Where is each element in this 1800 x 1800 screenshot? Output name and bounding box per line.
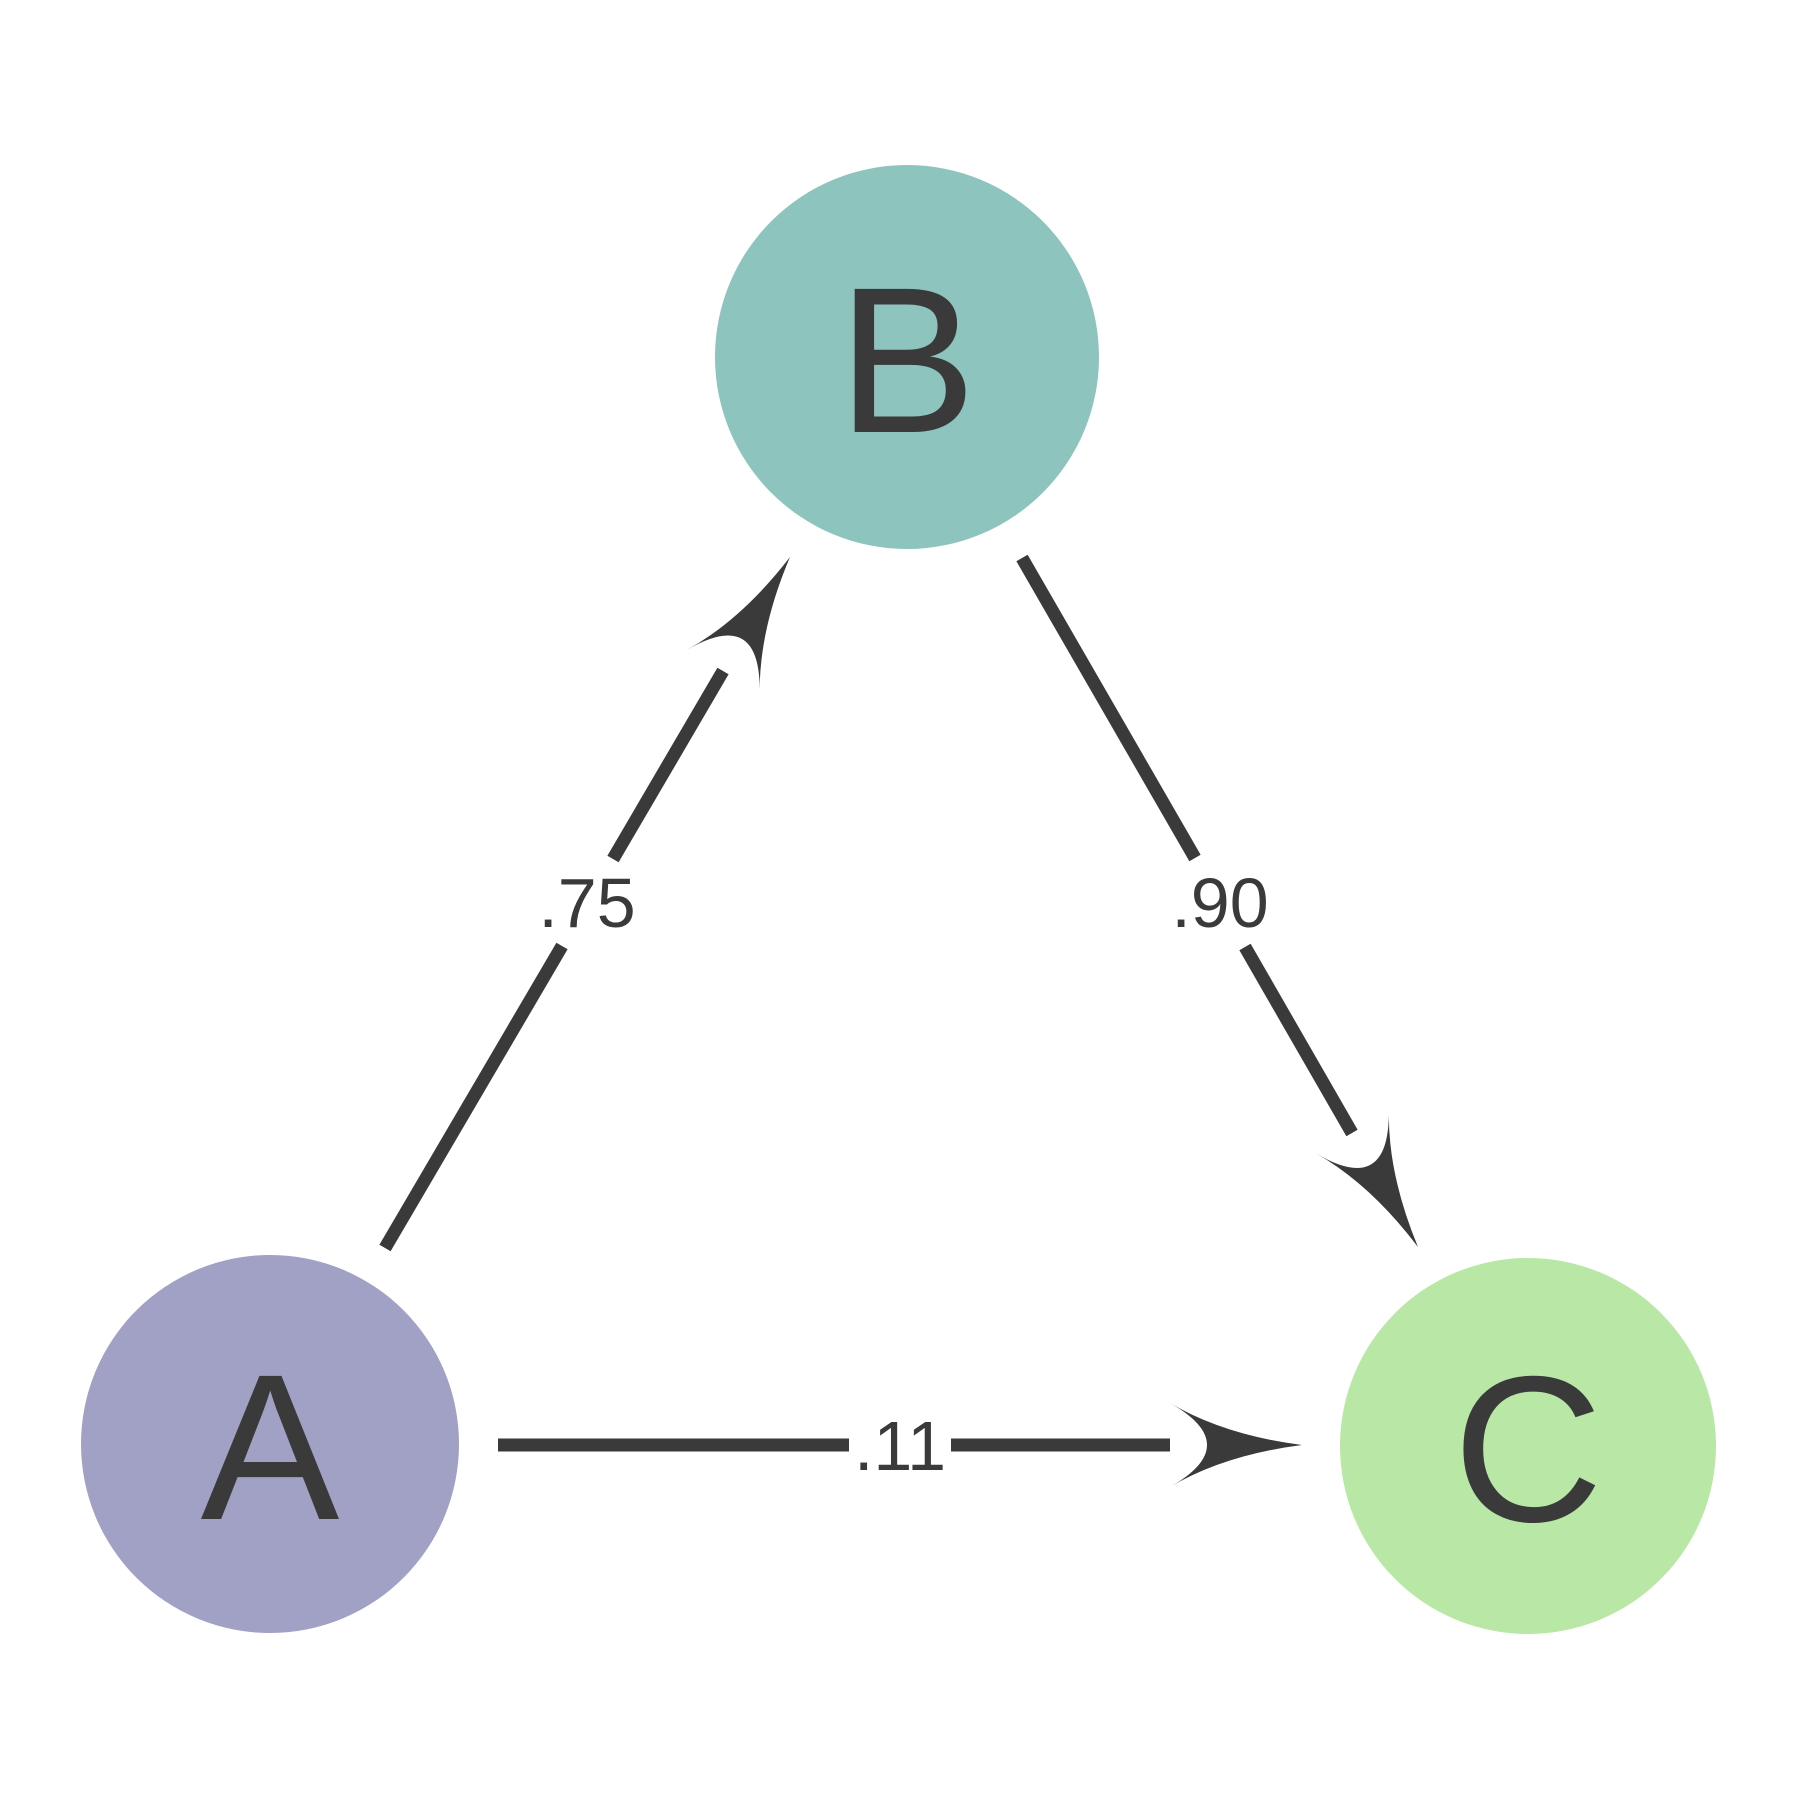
- node-c-circle: [1340, 1258, 1716, 1634]
- edge-b-c-arrowhead: [1315, 1111, 1418, 1247]
- node-c: C: [1340, 1258, 1716, 1634]
- edge-a-c: .11: [498, 1403, 1302, 1487]
- node-a-label: A: [201, 1332, 340, 1564]
- node-c-label: C: [1453, 1334, 1603, 1566]
- edge-a-b-segment-upper: [607, 667, 729, 863]
- node-b-label: B: [838, 245, 977, 477]
- node-b-circle: [715, 165, 1099, 549]
- node-b: B: [715, 165, 1099, 549]
- edge-a-c-weight: .11: [854, 1407, 946, 1485]
- edge-a-b-arrowhead: [687, 557, 790, 693]
- edge-b-c-segment-lower: [1239, 943, 1358, 1137]
- edge-a-c-arrowhead: [1170, 1403, 1302, 1487]
- edge-b-c-weight: .90: [1171, 864, 1268, 942]
- edge-b-c-segment-upper: [1016, 554, 1201, 862]
- edge-a-b: .75: [379, 557, 790, 1252]
- edge-a-b-weight: .75: [538, 864, 635, 942]
- node-a: A: [81, 1255, 459, 1633]
- node-a-circle: [81, 1255, 459, 1633]
- edge-b-c: .90: [1016, 554, 1418, 1247]
- edge-a-b-segment-lower: [379, 942, 568, 1252]
